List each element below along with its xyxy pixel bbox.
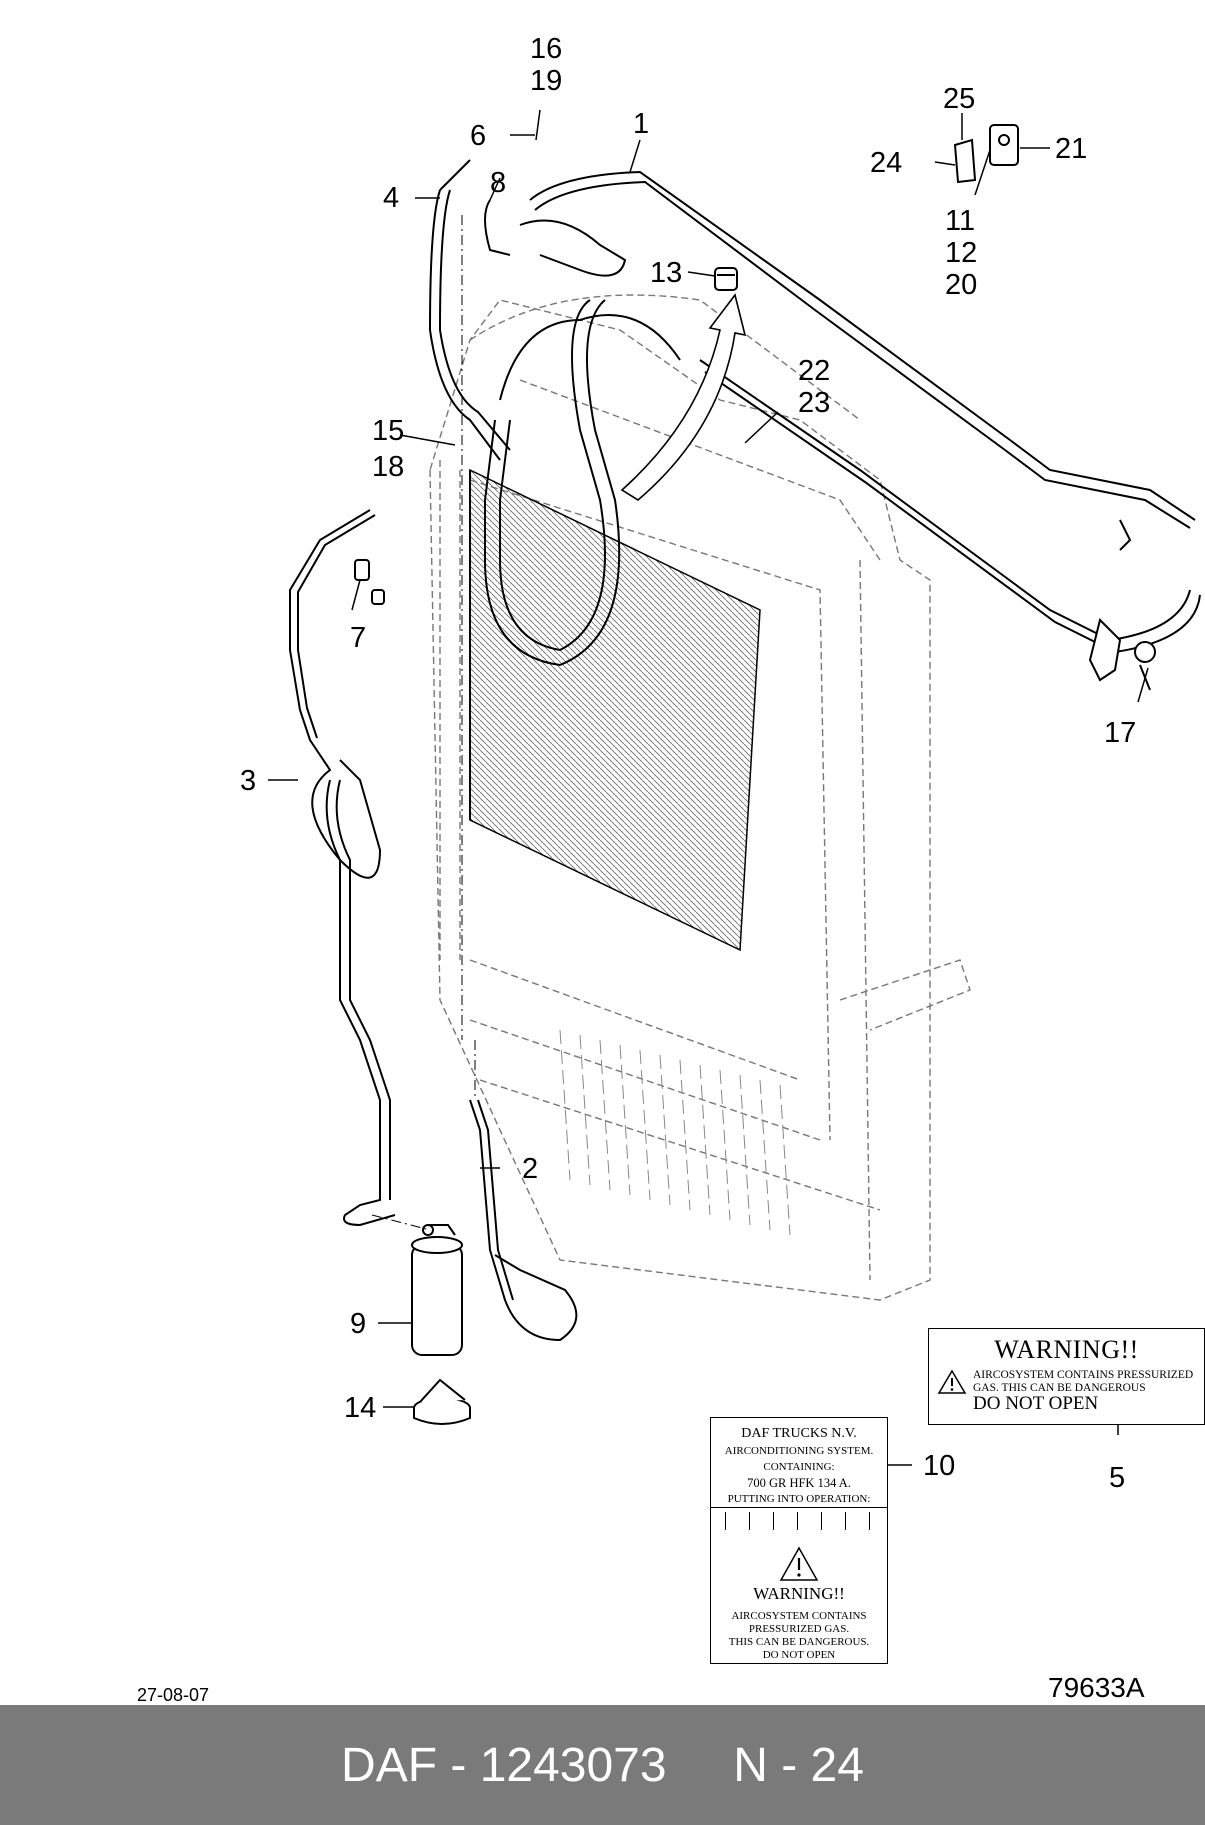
callout-5: 5: [1109, 1462, 1125, 1494]
flow-arrow: [620, 293, 747, 501]
info-warning-line3: THIS CAN BE DANGEROUS.: [728, 1636, 870, 1648]
callout-4: 4: [383, 182, 399, 214]
callout-18: 18: [372, 451, 404, 483]
warning-text-line2: GAS. THIS CAN BE DANGEROUS: [973, 1382, 1146, 1394]
warning-text-line1: AIRCOSYSTEM CONTAINS PRESSURIZED: [973, 1369, 1194, 1381]
callout-13: 13: [650, 257, 682, 289]
info-warning-line1: AIRCOSYSTEM CONTAINS: [731, 1610, 867, 1622]
callout-12: 12: [945, 237, 977, 269]
callout-8: 8: [490, 167, 506, 199]
footer-bar: [0, 1705, 1205, 1825]
drawing-date: 27-08-07: [137, 1685, 210, 1705]
footer-part-number: DAF - 1243073 N - 24: [341, 1738, 864, 1792]
info-line4: 700 GR HFK 134 A.: [747, 1476, 851, 1490]
callout-9: 9: [350, 1308, 366, 1340]
leader-lines: [268, 109, 1149, 1466]
warning-text-line3: DO NOT OPEN: [973, 1393, 1099, 1414]
callout-24: 24: [870, 147, 902, 179]
condenser: [469, 468, 761, 952]
callout-22: 22: [798, 355, 830, 387]
callout-10: 10: [923, 1450, 955, 1482]
warning-label: WARNING!! AIRCOSYSTEM CONTAINS PRESSURIZ…: [928, 1328, 1205, 1425]
callout-19: 19: [530, 65, 562, 97]
callout-11: 11: [945, 205, 975, 237]
switch-part: [354, 559, 385, 605]
callout-25: 25: [943, 83, 975, 115]
info-warning-line2: PRESSURIZED GAS.: [748, 1623, 850, 1635]
warning-title: WARNING!!: [994, 1335, 1139, 1364]
radiator-frame: [429, 294, 971, 1301]
info-line5: PUTTING INTO OPERATION:: [727, 1493, 871, 1505]
receiver-drier: [411, 1224, 463, 1356]
callout-3: 3: [240, 765, 256, 797]
drier-bracket: [413, 1378, 471, 1425]
callout-2: 2: [522, 1153, 538, 1185]
callout-7: 7: [350, 622, 366, 654]
info-line3: CONTAINING:: [763, 1461, 835, 1473]
warning-triangle-icon: [937, 1369, 967, 1394]
drawing-number: 79633A: [1048, 1672, 1145, 1703]
info-line2: AIRCONDITIONING SYSTEM.: [724, 1445, 874, 1457]
info-warning-line4: DO NOT OPEN: [762, 1649, 836, 1661]
parts-diagram: 1 2 3 4 5 6 7 8 9 10 11 12 13 14 15 16 1…: [240, 33, 1201, 1494]
alignment-lines: [371, 215, 476, 1231]
info-line1: DAF TRUCKS N.V.: [741, 1426, 857, 1441]
callout-17: 17: [1104, 717, 1136, 749]
callout-1: 1: [633, 108, 649, 140]
callout-15: 15: [372, 415, 404, 447]
warning-triangle-icon: [779, 1546, 819, 1581]
expansion-block: [953, 124, 1019, 184]
callout-23: 23: [798, 387, 830, 419]
callout-16: 16: [530, 33, 562, 65]
radiator-vertical-fins: [559, 1029, 791, 1236]
valve-part: [714, 267, 738, 291]
refrigerant-info-label: DAF TRUCKS N.V. AIRCONDITIONING SYSTEM. …: [710, 1417, 888, 1664]
callout-14: 14: [344, 1392, 376, 1424]
operation-date-grid: [711, 1507, 887, 1536]
callout-20: 20: [945, 269, 977, 301]
callout-21: 21: [1055, 133, 1087, 165]
callout-6: 6: [470, 120, 486, 152]
clip-part: [1088, 519, 1156, 691]
info-warning-title: WARNING!!: [753, 1584, 845, 1603]
